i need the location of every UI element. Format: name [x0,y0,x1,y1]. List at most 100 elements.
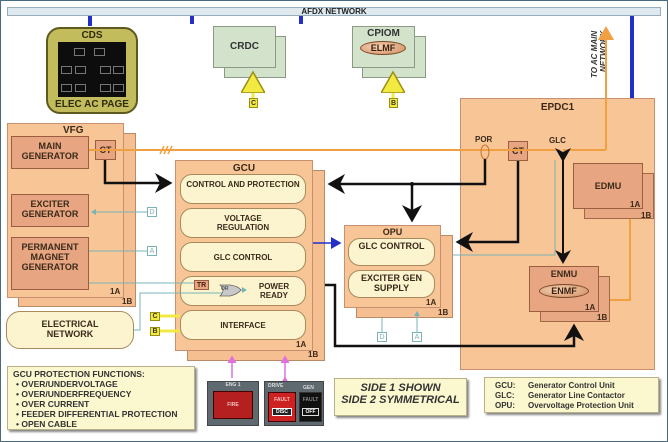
cpiom-bus-link [299,16,303,24]
crdc-tag-c: C [249,98,258,108]
protection-item: • OVER/UNDERVOLTAGE [16,379,118,389]
side-note: SIDE 1 SHOWN SIDE 2 SYMMETRICAL [334,378,467,416]
crdc-title: CRDC [230,41,259,52]
gcu-interface-block: INTERFACE [180,310,306,340]
cds-display: CDS ELEC AC PAGE [46,27,138,114]
legend-item: GCU:Generator Control Unit [495,381,658,391]
por-label: POR [475,135,493,144]
gcu-voltage-regulation-block: VOLTAGE REGULATION [180,208,306,238]
protection-item-text: OVER CURRENT [21,399,90,409]
epdc-ct-to-opu [455,161,520,252]
main-generator-box: MAIN GENERATOR [11,136,89,169]
legend-abbr: OPU: [495,401,515,410]
legend-meaning: Overvoltage Protection Unit [528,401,634,410]
drive-fault-light: FAULT [274,397,290,403]
cds-title: CDS [81,30,103,41]
side-note-line2: SIDE 2 SYMMETRICAL [341,394,460,406]
glc-label: GLC [549,136,566,145]
vfg-side-b-label: 1B [122,297,133,306]
crdc-bus-link [190,16,194,24]
feeder-hatch [159,145,173,155]
opu-tag-d: D [377,332,387,342]
protection-item-text: FEEDER DIFFERENTIAL PROTECTION [21,409,178,419]
por-sensor [480,144,490,160]
legend-item: GLC: Generator Line Contactor [495,391,658,401]
edmu-enmu-link [610,219,631,301]
tr-box: TR [194,280,209,290]
edmu-side-a-label: 1A [630,200,641,209]
enmu-side-b-label: 1B [597,313,608,322]
glc-aux-to-opu [453,160,556,256]
elmf-function: ELMF [360,41,406,55]
afdx-network-label: AFDX NETWORK [301,7,367,16]
cpiom-title: CPIOM [367,28,400,39]
afdx-network-bus: AFDX NETWORK [7,7,661,16]
gen-fault-light: FAULT [302,397,319,403]
vfg-tag-a: A [147,246,157,256]
screen-block [61,84,72,92]
or-gate [218,284,242,297]
protection-item: • FEEDER DIFFERENTIAL PROTECTION [16,409,178,419]
gen-off-light: OFF [302,408,319,416]
elec-ac-page-screen [58,42,126,97]
gcu-block-label: CONTROL AND PROTECTION [186,180,300,189]
gcu-to-enmu [325,283,584,348]
drive-gen-panel: DRIVE GEN FAULT DISC FAULT OFF [264,381,324,426]
protection-item: • OPEN CABLE [16,419,78,429]
gcu-glc-control-block: GLC CONTROL [180,242,306,272]
gcu-tag-c: C [150,312,160,321]
gcu-block-label: INTERFACE [220,321,266,330]
electrical-network-label: ELECTRICAL NETWORK [41,319,99,339]
vfg-side-a-label: 1A [110,287,121,296]
exciter-generator-box: EXCITER GENERATOR [11,194,89,227]
electrical-network-block: ELECTRICAL NETWORK [6,311,134,349]
gcu-title: GCU [232,163,256,174]
gen-button[interactable]: FAULT OFF [299,392,322,422]
protection-item: • OVER/UNDERFREQUENCY [16,389,132,399]
crdc-box: CRDC [213,26,276,68]
gcu-block-label: GLC CONTROL [213,253,273,262]
gcu-block-label: POWER READY [258,282,290,300]
fire-button[interactable]: FIRE [213,391,253,419]
side-note-line1: SIDE 1 SHOWN [360,382,441,394]
screen-block [100,84,111,92]
elec-ac-page-label: ELEC AC PAGE [55,99,129,110]
screen-block [61,66,72,74]
gcu-control-protection-block: CONTROL AND PROTECTION [180,174,306,204]
cds-bus-link [88,16,92,26]
vfg-ct-to-gcu [103,160,173,193]
protection-item-text: OVER/UNDERVOLTAGE [21,379,118,389]
edmu-box: EDMU [573,163,643,209]
screen-block [94,48,105,56]
opu-side-b-label: 1B [438,308,449,317]
vfg-title: VFG [63,125,84,136]
gcu-block-label: VOLTAGE REGULATION [216,214,270,232]
legend-abbr: GLC: [495,391,515,400]
por-to-gcu [327,159,487,194]
gcu-protection-note: GCU PROTECTION FUNCTIONS: • OVER/UNDERVO… [7,366,195,430]
protection-item: • OVER CURRENT [16,399,90,409]
exciter-generator-label: EXCITER GENERATOR [21,199,79,219]
gcu-side-a-label: 1A [296,340,307,349]
enmu-side-a-label: 1A [585,303,596,312]
protection-note-title: GCU PROTECTION FUNCTIONS: [13,369,145,379]
screen-block [113,84,124,92]
vfg-tag-d: D [147,207,157,217]
legend-meaning: Generator Line Contactor [528,391,625,400]
electrical-network-to-or [134,292,228,331]
gen-label: GEN [303,385,314,391]
drive-disc-light: DISC [272,408,292,416]
opu-side-a-label: 1A [426,298,437,307]
protection-list: • OVER/UNDERVOLTAGE • OVER/UNDERFREQUENC… [16,379,194,429]
eng1-label: ENG 1 [225,382,241,388]
opu-glc-control-block: GLC CONTROL [348,238,435,266]
drive-label: DRIVE [268,383,284,389]
screen-block [75,84,86,92]
pmg-box: PERMANENT MAGNET GENERATOR [11,237,89,290]
enmu-title: ENMU [550,269,578,279]
protection-item-text: OVER/UNDERFREQUENCY [21,389,132,399]
legend-list: GCU:Generator Control Unit GLC: Generator… [495,381,658,411]
enmf-function: ENMF [539,284,589,298]
drive-disc-button[interactable]: FAULT DISC [268,392,296,422]
